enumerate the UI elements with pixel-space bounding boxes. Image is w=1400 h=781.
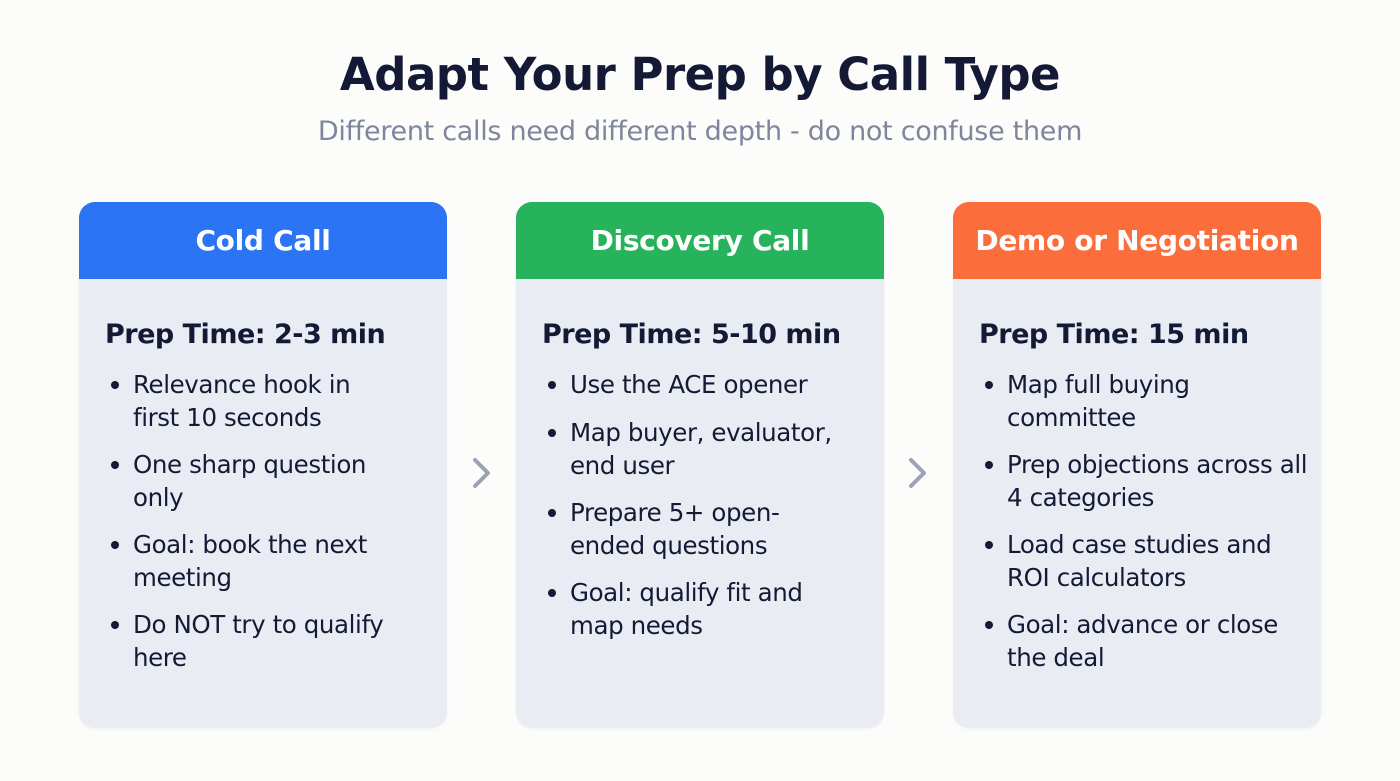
bullet-item: Map buyer, evaluator, end user <box>542 416 862 482</box>
bullet-item: Map full buying committee <box>979 368 1239 434</box>
bullet-dot-icon <box>548 509 556 517</box>
chevron-right-icon <box>909 458 926 488</box>
page-title: Adapt Your Prep by Call Type <box>339 48 1061 101</box>
bullet-dot-icon <box>111 381 119 389</box>
page-subtitle: Different calls need different depth - d… <box>317 116 1083 147</box>
bullet-dot-icon <box>985 461 993 469</box>
bullet-item: One sharp question only <box>105 448 395 514</box>
bullet-item: Relevance hook in first 10 seconds <box>105 368 375 434</box>
card-discovery-call: Discovery Call Prep Time: 5-10 min Use t… <box>516 202 884 728</box>
bullet-text: Use the ACE opener <box>570 370 808 399</box>
bullet-text: Relevance hook in first 10 seconds <box>133 370 351 432</box>
bullet-item: Do NOT try to qualify here <box>105 608 415 674</box>
card-header-discovery-call: Discovery Call <box>516 202 884 279</box>
card-header-demo-negotiation: Demo or Negotiation <box>953 202 1321 279</box>
bullet-item: Use the ACE opener <box>542 368 862 401</box>
card-demo-negotiation: Demo or Negotiation Prep Time: 15 min Ma… <box>953 202 1321 728</box>
chevron-right-icon <box>473 458 490 488</box>
bullet-list: Use the ACE opener Map buyer, evaluator,… <box>542 368 864 642</box>
prep-time: Prep Time: 15 min <box>979 319 1249 350</box>
card-title: Demo or Negotiation <box>975 224 1299 257</box>
card-cold-call: Cold Call Prep Time: 2-3 min Relevance h… <box>79 202 447 728</box>
bullet-item: Goal: advance or close the deal <box>979 608 1309 674</box>
card-title: Discovery Call <box>590 224 810 257</box>
bullet-text: Goal: advance or close the deal <box>1007 610 1278 672</box>
bullet-dot-icon <box>985 621 993 629</box>
bullet-text: Map buyer, evaluator, end user <box>570 418 832 480</box>
bullet-text: Prep objections across all 4 categories <box>1007 450 1308 512</box>
bullet-item: Prep objections across all 4 categories <box>979 448 1309 514</box>
prep-time: Prep Time: 5-10 min <box>542 319 841 350</box>
bullet-dot-icon <box>548 589 556 597</box>
card-body: Prep Time: 5-10 min Use the ACE opener M… <box>516 279 884 642</box>
bullet-item: Goal: book the next meeting <box>105 528 395 594</box>
bullet-text: Prepare 5+ open-ended questions <box>570 498 780 560</box>
card-title: Cold Call <box>195 224 331 257</box>
bullet-text: One sharp question only <box>133 450 367 512</box>
prep-time: Prep Time: 2-3 min <box>105 319 386 350</box>
bullet-text: Load case studies and ROI calculators <box>1007 530 1272 592</box>
card-body: Prep Time: 2-3 min Relevance hook in fir… <box>79 279 447 674</box>
bullet-list: Map full buying committee Prep objection… <box>979 368 1308 674</box>
bullet-item: Load case studies and ROI calculators <box>979 528 1309 594</box>
bullet-item: Goal: qualify fit and map needs <box>542 576 832 642</box>
card-body: Prep Time: 15 min Map full buying commit… <box>953 279 1321 674</box>
bullet-text: Goal: qualify fit and map needs <box>570 578 803 640</box>
bullet-dot-icon <box>985 381 993 389</box>
bullet-dot-icon <box>111 621 119 629</box>
bullet-dot-icon <box>111 461 119 469</box>
bullet-dot-icon <box>548 429 556 437</box>
bullet-list: Relevance hook in first 10 seconds One s… <box>105 368 427 674</box>
bullet-dot-icon <box>111 541 119 549</box>
bullet-text: Goal: book the next meeting <box>133 530 368 592</box>
bullet-dot-icon <box>548 381 556 389</box>
bullet-text: Map full buying committee <box>1007 370 1190 432</box>
card-header-cold-call: Cold Call <box>79 202 447 279</box>
bullet-item: Prepare 5+ open-ended questions <box>542 496 802 562</box>
bullet-dot-icon <box>985 541 993 549</box>
bullet-text: Do NOT try to qualify here <box>133 610 384 672</box>
